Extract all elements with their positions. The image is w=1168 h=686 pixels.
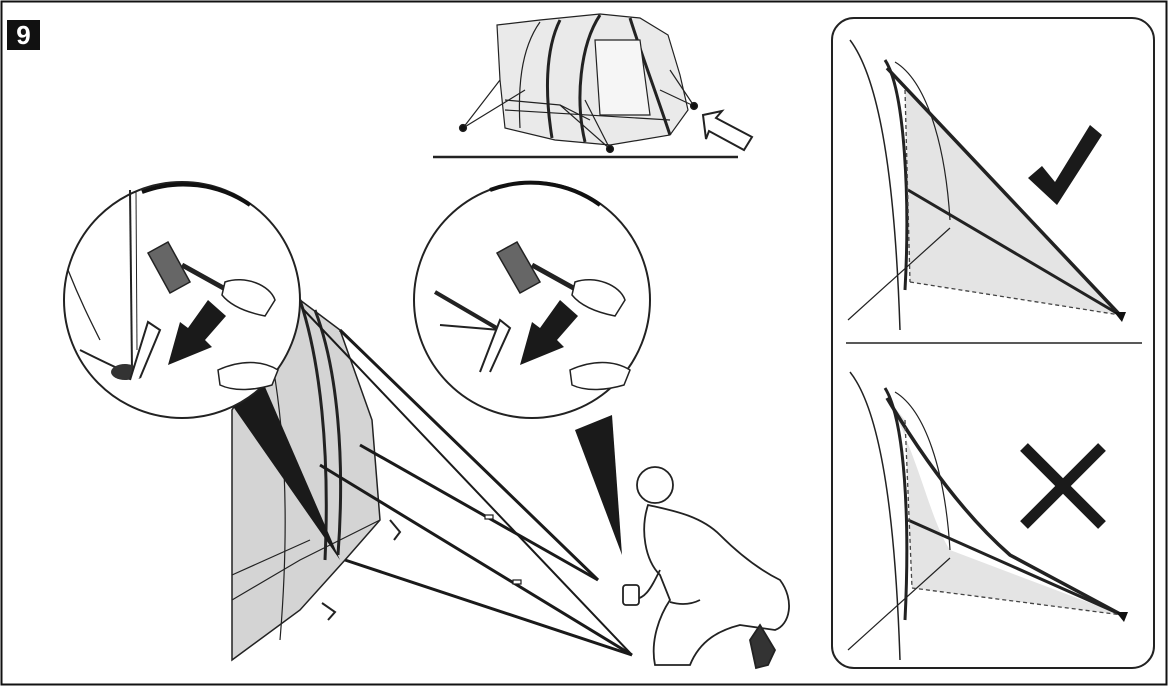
zoom-circle-left: [63, 181, 301, 419]
pointer-arrow-icon: [701, 109, 754, 152]
overview-guy-lines: [462, 69, 695, 150]
hand-icon: [221, 279, 276, 317]
person-kneeling: [622, 466, 790, 670]
overview-peg-left: [458, 123, 468, 133]
down-arrow-icon: [168, 300, 226, 365]
tent-side-view: [231, 298, 402, 662]
incorrect-example: [847, 371, 1128, 661]
tent-overview: [433, 13, 754, 159]
cross-icon: [1020, 443, 1106, 529]
down-arrow-icon-right: [520, 300, 578, 365]
check-mark-icon: [1028, 125, 1102, 205]
hand-icon-right: [571, 279, 626, 317]
hand-icon-lower: [217, 361, 279, 391]
hand-icon-right-lower: [569, 361, 631, 391]
zoom-circle-right: [413, 180, 651, 419]
overview-peg-front: [605, 144, 615, 154]
correct-example: [847, 39, 1126, 331]
zoom-wedge-left: [225, 380, 340, 560]
overview-peg-right: [689, 101, 699, 111]
zoom-wedge-right: [575, 415, 622, 555]
step-number-badge: 9: [7, 20, 40, 50]
tent-peg-icon-right: [479, 318, 512, 373]
guy-lines: [301, 307, 633, 657]
tent-peg-icon: [129, 320, 162, 381]
